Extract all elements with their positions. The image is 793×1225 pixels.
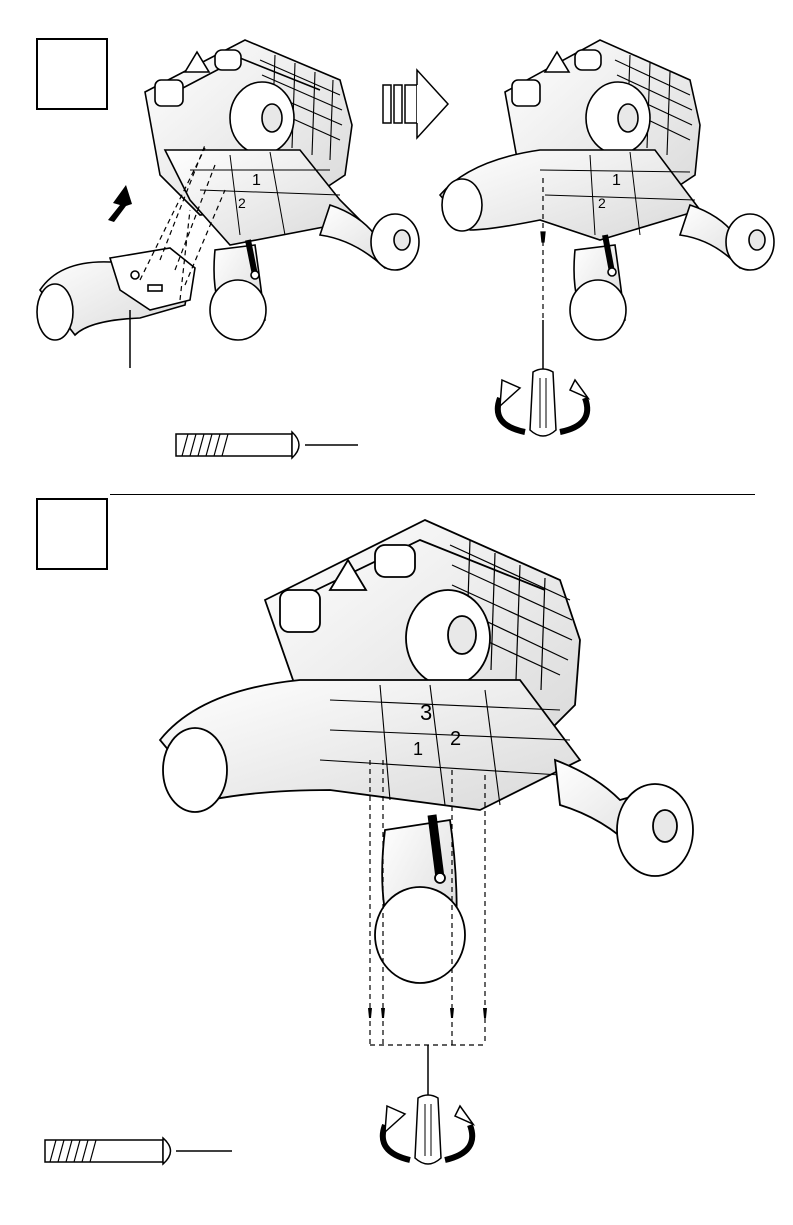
arrow-icon xyxy=(108,185,132,222)
scooter-right-view: 1 2 xyxy=(440,40,774,340)
detached-arm-part xyxy=(37,248,195,340)
part-number: 1 xyxy=(252,172,261,189)
screwdriver-icon xyxy=(383,1045,473,1164)
screwdriver-icon xyxy=(498,320,588,436)
screw-icon xyxy=(176,432,358,458)
screw-icon xyxy=(368,1008,487,1018)
part-number: 3 xyxy=(420,700,432,725)
screw-icon xyxy=(45,1138,232,1164)
part-number: 2 xyxy=(598,195,606,211)
screw-icon xyxy=(541,232,545,242)
part-number: 1 xyxy=(612,172,621,189)
arrow-icon xyxy=(383,70,448,138)
part-number: 1 xyxy=(413,739,423,759)
part-number: 2 xyxy=(238,195,246,211)
scooter-large-view: 3 2 1 xyxy=(160,520,693,983)
part-number: 2 xyxy=(450,728,461,750)
